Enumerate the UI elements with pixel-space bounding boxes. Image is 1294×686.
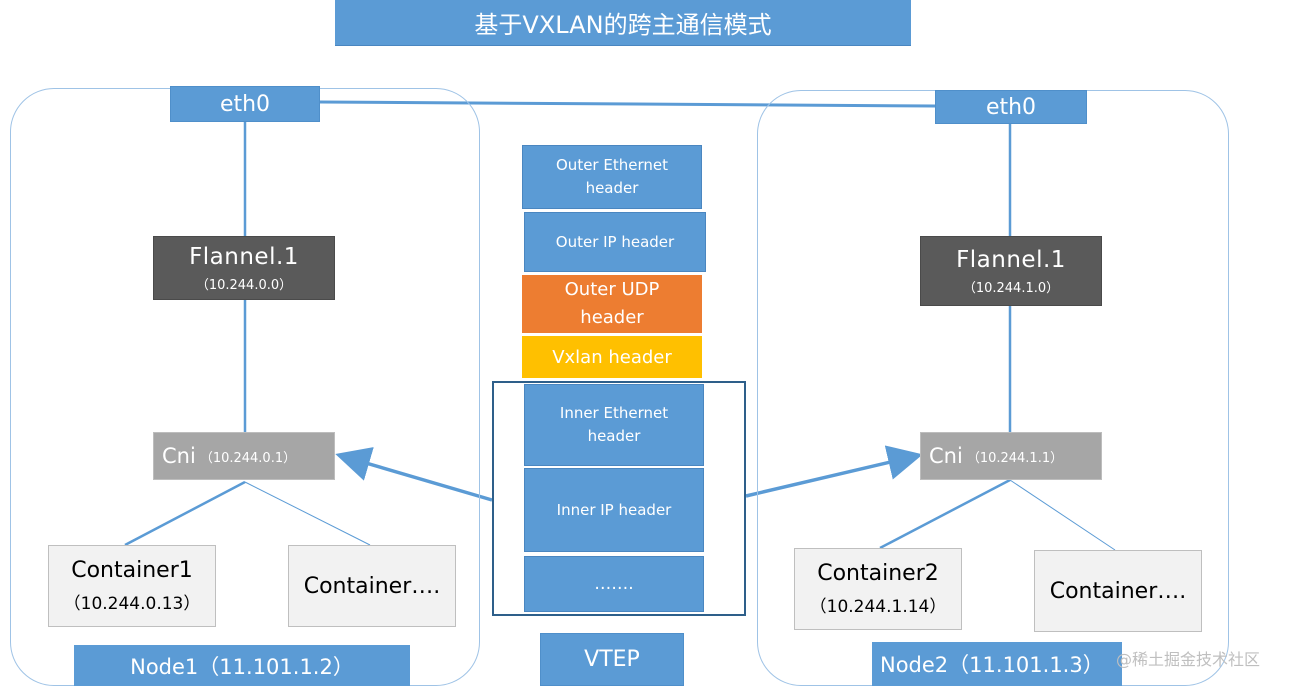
node2-container-other-name: Container…. — [1049, 578, 1187, 604]
packet-outer-udp-line1: Outer UDP — [564, 279, 660, 300]
vtep-frame — [492, 381, 746, 616]
node1-cni-ip: （10.244.0.1） — [199, 450, 297, 466]
node1-eth0: eth0 — [170, 86, 320, 122]
vtep-to-node2-cni-arrow — [745, 445, 923, 498]
node1-container1: Container1 （10.244.0.13） — [48, 545, 216, 627]
node2-label: Node2（11.101.1.3） — [872, 642, 1122, 686]
node2-eth0: eth0 — [935, 90, 1087, 124]
vtep-to-node1-cni-arrow — [335, 447, 493, 502]
node2-flannel: Flannel.1 （10.244.1.0） — [920, 236, 1102, 306]
node2-container2-name: Container2 — [817, 561, 939, 586]
node1-label: Node1（11.101.1.2） — [74, 645, 410, 686]
node1-container-other-name: Container…. — [303, 573, 441, 599]
eth0-link — [319, 100, 936, 108]
node2-container2: Container2 （10.244.1.14） — [794, 548, 962, 630]
node1-container1-name: Container1 — [71, 558, 193, 583]
node1-flannel-name: Flannel.1 — [189, 243, 299, 270]
node2-flannel-name: Flannel.1 — [956, 246, 1066, 273]
packet-inner-ethernet-line1: Inner Ethernet — [559, 404, 669, 422]
vtep-label: VTEP — [540, 633, 684, 686]
packet-vxlan: Vxlan header — [522, 336, 702, 378]
node2-cni-name: Cni — [929, 444, 963, 468]
packet-outer-udp-line2: header — [580, 307, 644, 328]
packet-outer-ethernet-line1: Outer Ethernet — [556, 156, 668, 174]
node2-cni-container-other-line — [1009, 479, 1116, 551]
packet-outer-ip: Outer IP header — [524, 212, 706, 272]
node1-cni: Cni （10.244.0.1） — [153, 432, 335, 480]
node2-container2-ip: （10.244.1.14） — [809, 597, 947, 617]
node1-flannel: Flannel.1 （10.244.0.0） — [153, 236, 335, 300]
node2-cni-ip: （10.244.1.1） — [966, 450, 1064, 466]
diagram-title: 基于VXLAN的跨主通信模式 — [335, 0, 911, 46]
node1-container1-ip: （10.244.0.13） — [63, 594, 201, 614]
packet-inner-ethernet: Inner Ethernet header — [524, 384, 704, 466]
packet-ellipsis: ……. — [524, 556, 704, 612]
node1-cni-container1-line — [124, 480, 246, 547]
node1-container-other: Container…. — [288, 545, 456, 627]
node2-flannel-ip: （10.244.1.0） — [962, 280, 1060, 296]
packet-outer-ethernet: Outer Ethernet header — [522, 145, 702, 209]
watermark: @稀土掘金技术社区 — [1116, 650, 1261, 669]
node2-container-other: Container…. — [1034, 550, 1202, 632]
packet-outer-udp: Outer UDP header — [522, 275, 702, 333]
node2-cni: Cni （10.244.1.1） — [920, 432, 1102, 480]
packet-inner-ip: Inner IP header — [524, 468, 704, 552]
node1-cni-container-other-line — [244, 481, 371, 546]
packet-outer-ethernet-line2: header — [585, 179, 639, 197]
node1-flannel-ip: （10.244.0.0） — [195, 277, 293, 293]
node2-cni-container2-line — [879, 478, 1011, 550]
node1-cni-name: Cni — [162, 444, 196, 468]
packet-inner-ethernet-line2: header — [587, 427, 641, 445]
